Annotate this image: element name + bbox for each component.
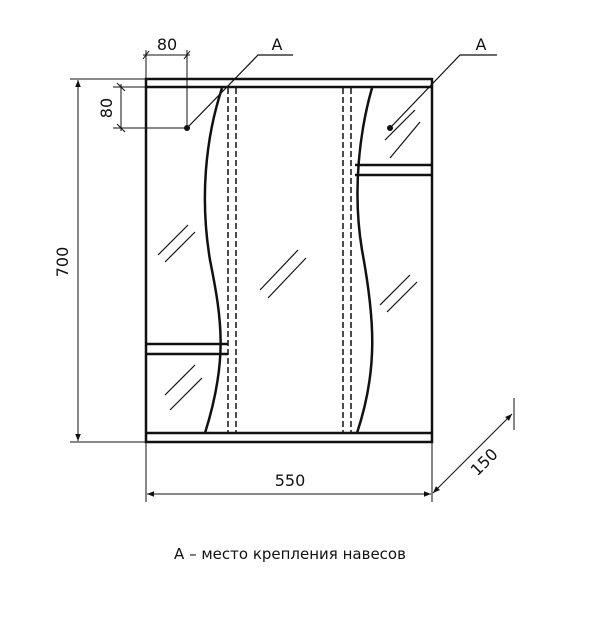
right-shelf [355,163,432,177]
dim-700-label: 700 [53,247,72,278]
dim-80-vertical-label: 80 [97,98,116,118]
left-shelf [146,342,228,356]
dim-80-horizontal [142,50,191,128]
dim-550 [145,442,433,502]
hinge-label-left: A [272,35,283,54]
hinge-label-right: A [476,35,487,54]
left-wave-door-edge [203,87,224,434]
dim-550-label: 550 [275,471,306,490]
glass-hatching [157,109,421,411]
dim-700 [70,78,146,443]
right-wave-door-edge [355,87,374,434]
caption: А – место крепления навесов [174,545,406,563]
dim-80-horizontal-label: 80 [157,35,177,54]
leaders [186,54,497,129]
dim-80-vertical [113,82,187,133]
dim-150-label: 150 [467,445,502,480]
dim-150 [432,398,515,494]
hidden-lines [227,88,352,433]
cabinet-outline [144,77,434,444]
